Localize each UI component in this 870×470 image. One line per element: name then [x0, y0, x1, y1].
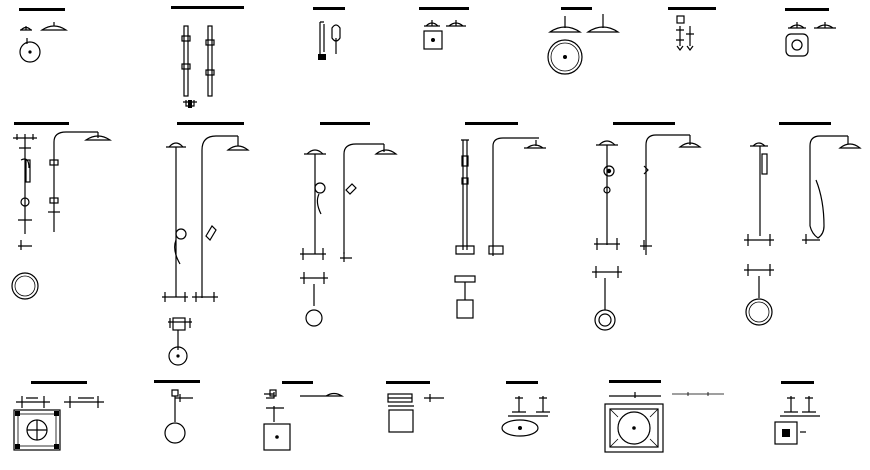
block-title-bar [14, 122, 69, 125]
block-row3-oval-plate-set [501, 381, 550, 437]
block-title-bar [386, 381, 430, 384]
block-title-bar [177, 122, 244, 125]
block-title-bar [154, 380, 200, 383]
block-title-bar [668, 7, 716, 10]
block-row1-rounded-square-plate [785, 8, 836, 57]
block-title-bar [465, 122, 518, 125]
block-row3-ceiling-shower-plan [604, 380, 724, 453]
block-row3-bar-mixer [386, 381, 444, 433]
block-row2-shower-system-5 [592, 122, 702, 331]
block-row3-square-valve-set [774, 381, 820, 445]
block-title-bar [313, 7, 345, 10]
block-title-bar [779, 122, 831, 125]
block-title-bar [506, 381, 538, 384]
block-row1-slide-rail-set [171, 6, 244, 108]
block-row1-hand-shower [313, 7, 345, 60]
block-title-bar [31, 381, 87, 384]
block-row2-shower-system-6 [744, 122, 862, 326]
block-row3-bath-mixer-plan [13, 381, 104, 451]
block-row2-shower-system-2 [162, 122, 250, 366]
block-row1-square-wall-plate [419, 7, 469, 50]
block-title-bar [785, 8, 829, 11]
block-title-bar [561, 7, 592, 10]
block-row1-hand-shower-set [19, 8, 68, 63]
block-title-bar [419, 7, 469, 10]
block-title-bar [282, 381, 313, 384]
block-row1-valve-handles [668, 7, 716, 51]
block-title-bar [171, 6, 244, 9]
block-row2-shower-system-4 [454, 122, 546, 319]
block-title-bar [609, 380, 661, 383]
block-title-bar [320, 122, 370, 125]
block-row1-round-rain-head [547, 7, 620, 75]
block-title-bar [19, 8, 65, 11]
block-row3-overhead-shower [263, 381, 345, 451]
block-title-bar [613, 122, 675, 125]
block-row2-shower-system-3 [300, 122, 398, 327]
block-row2-shower-system-1 [11, 122, 112, 300]
block-title-bar [781, 381, 814, 384]
block-row3-wall-spout [154, 380, 200, 444]
